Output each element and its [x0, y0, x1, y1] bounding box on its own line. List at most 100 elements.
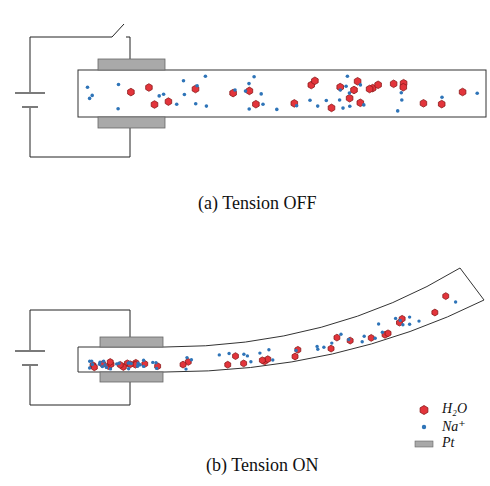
sodium-ion [377, 322, 380, 325]
water-molecule [146, 84, 153, 92]
sodium-ion [408, 315, 411, 318]
water-molecule [265, 356, 271, 363]
battery-on [15, 351, 45, 365]
sodium-ion [408, 323, 411, 326]
sodium-ion [242, 353, 245, 356]
water-molecule [165, 98, 172, 106]
legend-text: H₂O [442, 401, 467, 417]
sodium-ion [155, 367, 158, 370]
sodium-ion [275, 108, 279, 112]
sodium-ion [247, 107, 251, 111]
sodium-ion [316, 348, 319, 351]
water-molecule [400, 83, 407, 91]
sodium-ion [182, 79, 186, 83]
legend-text: Na⁺ [442, 418, 466, 435]
sodium-ion [258, 351, 261, 354]
sodium-ion [316, 104, 320, 108]
sodium-ion [142, 359, 145, 362]
sodium-ion [157, 94, 161, 98]
sodium-ion [88, 366, 91, 369]
sodium-ion [308, 99, 312, 103]
sodium-ion [175, 102, 179, 106]
sodium-ion [454, 300, 457, 303]
sodium-ion [98, 361, 101, 364]
sodium-ion [401, 323, 404, 326]
legend-marks [415, 406, 433, 448]
sodium-ion [246, 354, 249, 357]
water-molecule [291, 100, 298, 108]
sodium-ion [91, 363, 94, 366]
sodium-ion [136, 364, 139, 367]
bent-strip [78, 268, 484, 372]
sodium-ion [267, 348, 270, 351]
water-molecule [292, 353, 298, 360]
legend-swatch [420, 406, 428, 415]
sodium-ion [115, 362, 118, 365]
panel-label: (a) Tension OFF [198, 193, 316, 214]
sodium-ion [440, 96, 444, 100]
sodium-ion [151, 361, 154, 364]
sodium-ion [162, 92, 166, 96]
sodium-ion [374, 337, 377, 340]
sodium-ion [90, 359, 93, 362]
water-molecule [334, 334, 340, 341]
sodium-ion [103, 363, 106, 366]
sodium-ion [127, 367, 130, 370]
sodium-ion [117, 83, 121, 87]
sodium-ion [109, 367, 112, 370]
sodium-ion [88, 97, 92, 101]
legend-swatch [422, 425, 426, 429]
sodium-ion [330, 341, 333, 344]
sodium-ion [142, 365, 145, 368]
water-molecule [107, 359, 113, 366]
panel-label: (b) Tension ON [206, 455, 318, 476]
sodium-ion [218, 353, 221, 356]
water-molecule [375, 81, 382, 89]
sodium-ion [322, 346, 325, 349]
water-molecule [438, 100, 445, 108]
sodium-ion [247, 82, 251, 86]
sodium-ion [136, 365, 139, 368]
sodium-ion [362, 103, 366, 107]
sodium-ion [348, 91, 352, 95]
water-molecule [366, 85, 373, 93]
sodium-ion [102, 360, 105, 363]
water-molecule [151, 101, 158, 109]
sodium-ion [249, 360, 252, 363]
legend-text: Pt [442, 435, 454, 451]
water-molecule [295, 346, 301, 353]
sodium-ion [394, 317, 397, 320]
sodium-ion [90, 94, 94, 98]
sodium-ion [361, 340, 364, 343]
pt-electrode [98, 59, 165, 70]
sodium-ion [259, 92, 263, 96]
sodium-ion [204, 74, 208, 78]
sodium-ion [294, 349, 297, 352]
water-molecule [233, 353, 239, 360]
water-molecule [127, 361, 133, 368]
polymer-strip [78, 70, 486, 117]
water-molecule [328, 104, 335, 112]
sodium-ion [381, 331, 384, 334]
water-molecule [432, 309, 438, 316]
sodium-ion [400, 91, 404, 95]
sodium-ion [347, 338, 350, 341]
sodium-ion [127, 361, 130, 364]
sodium-ion [417, 319, 420, 322]
water-molecule [399, 315, 405, 322]
water-molecule [347, 337, 353, 344]
water-molecule [385, 330, 391, 337]
water-molecule [459, 88, 466, 96]
sodium-ion [261, 102, 265, 106]
water-molecule [443, 293, 449, 300]
sodium-ion [341, 106, 345, 110]
sodium-ion [190, 358, 193, 361]
sodium-ion [195, 84, 199, 88]
water-molecule [346, 94, 353, 102]
sodium-ion [244, 89, 248, 93]
sodium-ion [183, 93, 187, 97]
water-molecule [420, 100, 427, 108]
sodium-ion [348, 104, 352, 108]
sodium-ion [130, 362, 133, 365]
sodium-ion [339, 88, 343, 92]
